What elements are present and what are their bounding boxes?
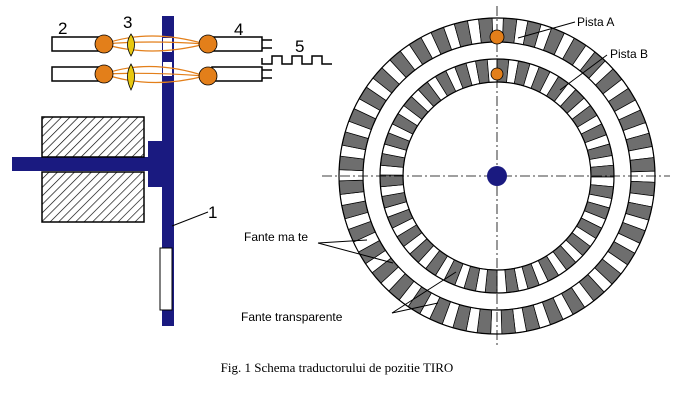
trackA-transparent-slot bbox=[630, 170, 656, 183]
label-pista-a: Pista A bbox=[577, 15, 614, 29]
leader-fante-transp-2 bbox=[391, 302, 439, 314]
receiver-pins-a bbox=[262, 39, 272, 49]
emitter-tube-a bbox=[51, 36, 103, 52]
track-b bbox=[379, 58, 615, 294]
leader-fante-mate-2 bbox=[317, 242, 394, 264]
hub bbox=[148, 141, 164, 187]
sensor-spot-b bbox=[490, 67, 504, 81]
receiver-pins-b bbox=[262, 69, 272, 79]
receiver-tube-b bbox=[211, 66, 263, 82]
trackA-opaque-slot bbox=[338, 179, 365, 195]
trackA-transparent-slot bbox=[338, 169, 364, 182]
trackB-transparent-slot bbox=[496, 269, 508, 294]
emitter-tube-b bbox=[51, 66, 103, 82]
photodiode-b bbox=[198, 66, 218, 86]
label-5: 5 bbox=[295, 37, 304, 56]
disc-slot-top bbox=[163, 38, 172, 52]
trackB-opaque-slot bbox=[379, 174, 404, 188]
disc-slot-bottom bbox=[159, 247, 173, 311]
receiver-tube-a bbox=[211, 36, 263, 52]
label-1: 1 bbox=[208, 203, 217, 222]
label-fante-transparente: Fante transparente bbox=[241, 310, 343, 324]
trackA-opaque-slot bbox=[500, 308, 516, 335]
photodiode-a bbox=[198, 34, 218, 54]
leader-pista-b bbox=[559, 54, 608, 91]
label-pista-b: Pista B bbox=[610, 47, 648, 61]
disc-slot-mid bbox=[163, 62, 172, 76]
leader-fante-mate-1 bbox=[317, 239, 368, 244]
led-b bbox=[94, 64, 114, 84]
label-2: 2 bbox=[58, 19, 67, 38]
housing-top bbox=[41, 116, 145, 158]
label-4: 4 bbox=[234, 20, 243, 39]
figure-caption: Fig. 1 Schema traductorului de pozitie T… bbox=[221, 360, 454, 375]
housing-bottom bbox=[41, 171, 145, 223]
front-view: Pista A Pista B Fante ma te Fante transp… bbox=[241, 6, 670, 346]
leader-pista-a bbox=[517, 21, 576, 39]
lens-a bbox=[127, 33, 135, 57]
leader-1 bbox=[171, 211, 209, 227]
shaft bbox=[12, 157, 162, 171]
label-fante-mate: Fante ma te bbox=[244, 230, 308, 244]
label-3: 3 bbox=[123, 13, 132, 32]
pulse-waveform bbox=[261, 55, 332, 65]
side-view: 1 2 3 4 5 bbox=[12, 13, 332, 326]
sensor-spot-a bbox=[489, 29, 505, 45]
light-rays bbox=[103, 35, 207, 84]
trackA-transparent-slot bbox=[490, 309, 503, 335]
trackB-opaque-slot bbox=[590, 164, 615, 178]
led-a bbox=[94, 34, 114, 54]
leader-fante-transp-1 bbox=[391, 271, 457, 314]
lens-b bbox=[127, 63, 135, 91]
center-hub bbox=[487, 166, 507, 186]
trackA-opaque-slot bbox=[629, 157, 656, 173]
